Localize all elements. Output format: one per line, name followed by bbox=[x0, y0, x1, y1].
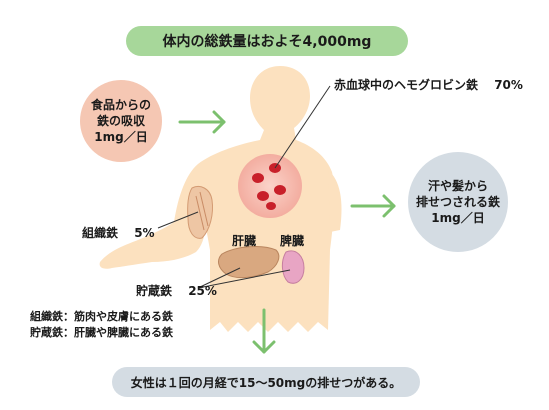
loss-circle: 汗や髪から 排せつされる鉄 1mg／日 bbox=[408, 152, 508, 252]
red-blood-cell bbox=[257, 191, 269, 201]
hemoglobin-label: 赤血球中のヘモグロビン鉄 70% bbox=[334, 78, 523, 92]
spleen bbox=[281, 250, 305, 284]
hemoglobin-percent: 70% bbox=[494, 78, 523, 92]
blood-circle bbox=[238, 154, 302, 218]
red-blood-cell bbox=[266, 202, 276, 210]
liver bbox=[218, 246, 280, 279]
loss-line1: 汗や髪から bbox=[427, 179, 488, 193]
liver-label: 肝臓 bbox=[232, 234, 257, 248]
right-shoulder bbox=[328, 170, 342, 232]
hemoglobin-leader bbox=[274, 85, 331, 169]
spleen-label: 脾臓 bbox=[280, 234, 305, 248]
loss-line2: 排せつされる鉄 bbox=[415, 195, 500, 209]
intake-arrow bbox=[178, 110, 226, 134]
intake-circle: 食品からの 鉄の吸収 1mg／日 bbox=[80, 80, 162, 162]
tissue-leader bbox=[157, 211, 199, 229]
storage-percent: 25% bbox=[188, 284, 217, 298]
loss-line3: 1mg／日 bbox=[431, 211, 485, 225]
storage-leader-liver bbox=[197, 267, 241, 289]
title-banner: 体内の総鉄量はおよそ4,000mg bbox=[126, 26, 408, 56]
storage-leader-spleen bbox=[197, 269, 291, 289]
title-text: 体内の総鉄量はおよそ4,000mg bbox=[162, 34, 372, 50]
storage-note: 貯蔵鉄：肝臓や脾臓にある鉄 bbox=[30, 326, 173, 339]
intake-line1: 食品からの bbox=[90, 98, 151, 112]
tissue-note: 組織鉄：筋肉や皮膚にある鉄 bbox=[30, 310, 173, 323]
menstrual-arrow bbox=[252, 308, 276, 354]
intake-line2: 鉄の吸収 bbox=[96, 114, 145, 128]
tissue-percent: 5% bbox=[134, 226, 155, 240]
red-blood-cell bbox=[274, 185, 286, 195]
red-blood-cell bbox=[252, 173, 264, 183]
loss-arrow bbox=[350, 194, 396, 218]
menstruation-note: 女性は１回の月経で15～50mgの排せつがある。 bbox=[112, 367, 420, 397]
intake-line3: 1mg／日 bbox=[94, 130, 148, 144]
storage-label: 貯蔵鉄 25% bbox=[136, 284, 217, 298]
tissue-label: 組織鉄 5% bbox=[82, 226, 155, 240]
menstruation-text: 女性は１回の月経で15～50mgの排せつがある。 bbox=[130, 375, 402, 390]
